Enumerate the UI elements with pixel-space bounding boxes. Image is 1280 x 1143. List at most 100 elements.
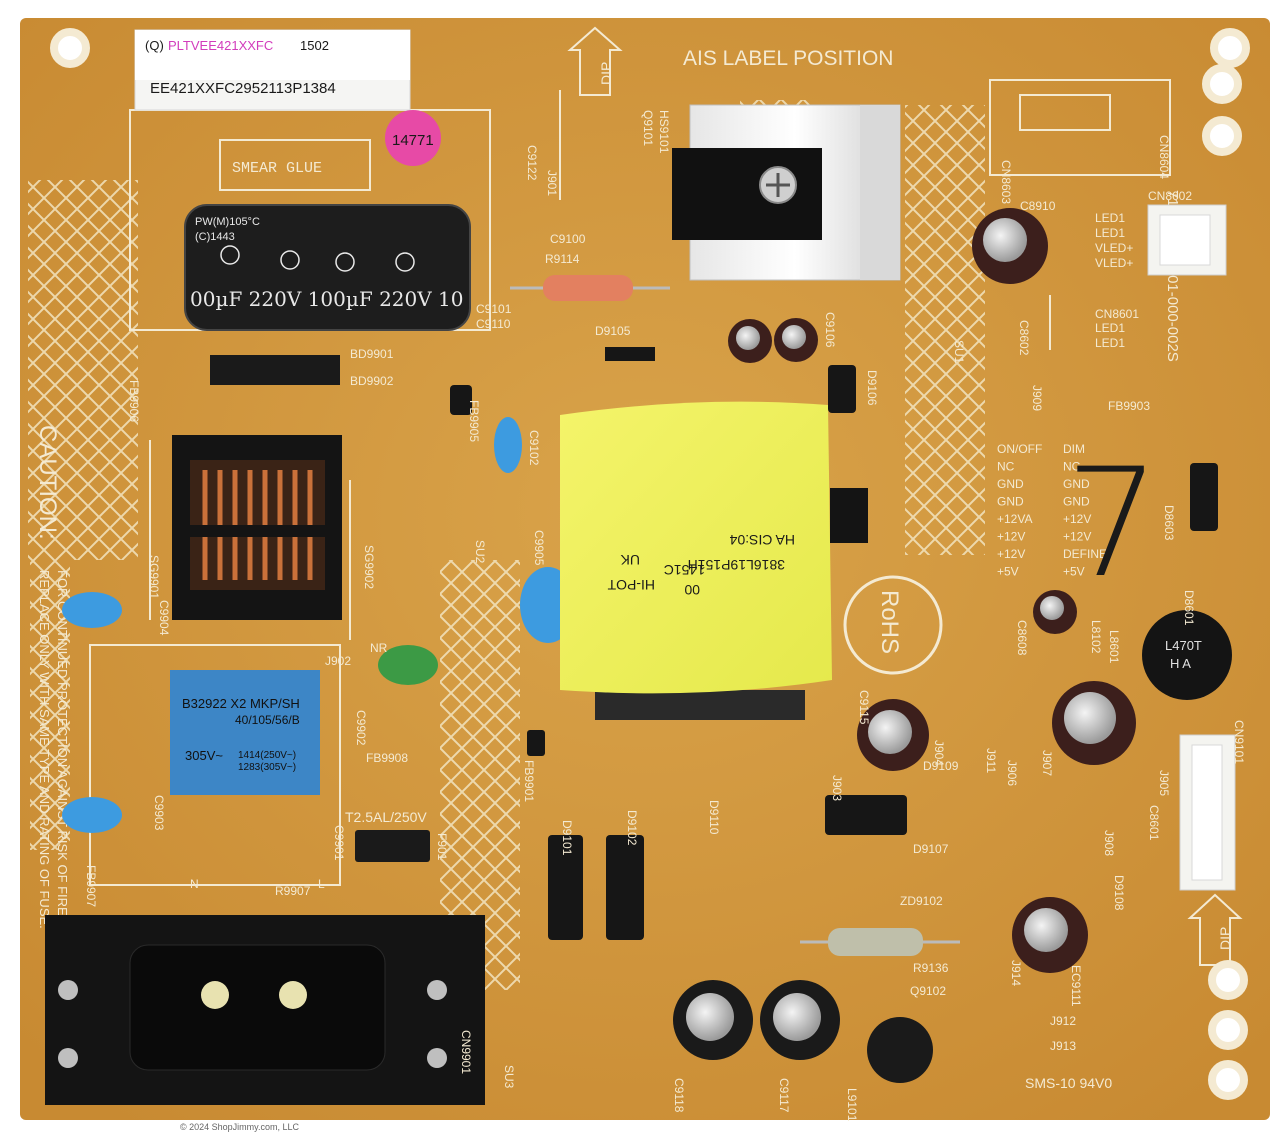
sticker-prefix: (Q) [145,38,164,53]
pin-label-left: GND [997,477,1024,491]
pin-label-left: +12V [997,530,1025,544]
ref-designator-su2: SU2 [473,540,487,564]
pin-label-right: +5V [1063,565,1085,579]
ref-designator-c9904: C9904 [157,600,171,636]
ref-designator-j914: J914 [1009,960,1023,986]
ref-designator-nr: NR [370,641,388,655]
resistor-r9114 [510,275,670,301]
ref-designator-cn8602: CN8602 [1148,189,1192,203]
electrolytic-capacitors [673,208,1136,1083]
svg-text:L470T: L470T [1165,638,1202,653]
ref-designator-j909: J909 [1030,385,1044,411]
ref-designator-r9907: R9907 [275,884,311,898]
label-sticker: (Q) PLTVEE421XXFC 1502 EE421XXFC2952113P… [134,29,411,111]
pin-label-left: ON/OFF [997,442,1042,456]
ref-designator-l: L [318,877,325,891]
ref-designator-ec9111: EC9111 [1069,965,1083,1007]
ref-designator-fb9905: FB9905 [467,400,481,442]
hatched-silkscreen-zones [28,100,985,990]
caution-line1: FOR CONTINUED PROTECTION AGAINST RISK OF… [55,570,70,919]
dip-bottom-text: DIP [1217,927,1233,950]
cn8602-pin-label: LED1 [1095,226,1125,240]
ref-designator-d9107: D9107 [913,842,949,856]
ref-designator-cn8603: CN8603 [999,160,1013,204]
diodes [450,347,1218,940]
x-capacitor: B32922 X2 MKP/SH 40/105/56/B 305V~ 1414(… [170,670,320,795]
ref-designator-d8601: D8601 [1182,590,1196,626]
fuse-rating: T2.5AL/250V [345,809,427,825]
transformer-label: HI-POT [607,577,655,593]
resistor-r9136 [800,928,960,956]
dip-top-text: DIP [598,62,614,85]
ref-designator-cn9901: CN9901 [459,1030,473,1074]
ref-designator-r9136: R9136 [913,961,949,975]
ref-designator-c9122: C9122 [525,145,539,181]
ref-designator-cn8601: CN8601 [1095,307,1139,321]
ref-designator-l9101: L9101 [845,1088,859,1122]
ref-designator-c9101: C9101 [476,302,512,316]
pin-label-left: +12V [997,547,1025,561]
cn8601-pin-label: LED1 [1095,321,1125,335]
ref-designator-r9114: R9114 [545,252,580,266]
svg-text:(C)1443: (C)1443 [195,231,235,243]
electrolytic-capacitor-large: PW(M)105°C (C)1443 00µF 220V 100µF 220V … [184,204,471,331]
ref-designator-cn9101: CN9101 [1232,720,1246,764]
ref-designator-n: N [190,877,199,891]
inductor-l8601: L470T H A [1142,610,1232,700]
ref-designator-j903: J903 [830,775,844,801]
ref-designator-j904: J904 [932,740,946,766]
green-varistor [378,645,438,685]
ref-designator-hs9101: HS9101 [657,110,671,154]
connector-cn9101 [1179,734,1236,891]
transformer-label: UK [620,552,640,568]
ref-designator-j911: J911 [984,748,998,773]
ref-designator-c9903: C9903 [152,795,166,831]
ac-power-inlet [45,915,485,1105]
ref-designator-fb9907: FB9907 [84,865,98,907]
ref-designator-j912: J912 [1050,1014,1076,1028]
ref-designator-c9117: C9117 [777,1078,791,1113]
pin-label-right: GND [1063,477,1090,491]
transformer-label: HA CIS:04 [729,532,795,548]
svg-text:305V~: 305V~ [185,748,223,763]
ref-designator-c9901: C9901 [332,825,346,861]
sms-rating: SMS-10 94V0 [1025,1075,1112,1091]
handwritten-mark: 7 [1065,437,1160,611]
svg-text:40/105/56/B: 40/105/56/B [235,713,300,727]
ref-designator-j913: J913 [1050,1039,1076,1053]
cn8602-pin-label: VLED+ [1095,241,1133,255]
copyright-text: © 2024 ShopJimmy.com, LLC [180,1122,300,1132]
heatsink [672,104,901,281]
ref-designator-j902: J902 [325,654,351,668]
ref-designator-c9118: C9118 [672,1078,686,1113]
pin-label-left: +5V [997,565,1019,579]
pin-label-right: +12V [1063,530,1091,544]
ref-designator-q9101: Q9101 [641,110,655,146]
svg-text:B32922 X2 MKP/SH: B32922 X2 MKP/SH [182,696,300,711]
ref-designator-d9101: D9101 [560,820,574,856]
pin-label-right: DEFINE [1063,547,1107,561]
sticker-suffix: 1502 [300,38,329,53]
bridge-rectifier [210,355,340,385]
transformer-label: 1451C [664,562,705,578]
ref-designator-d9108: D9108 [1112,875,1126,911]
ref-designator-c8608: C8608 [1015,620,1029,656]
pin-label-left: GND [997,495,1024,509]
ref-designator-j908: J908 [1102,830,1116,856]
svg-text:1283(305V~): 1283(305V~) [238,762,296,773]
rohs-logo: RoHS [843,575,943,675]
svg-text:PW(M)105°C: PW(M)105°C [195,216,260,228]
ref-designator-c9100: C9100 [550,232,586,246]
ref-designator-c8601: C8601 [1147,805,1161,841]
ref-designator-c9102: C9102 [527,430,541,466]
fuse-f901 [355,830,430,862]
pin-label-right: NC [1063,460,1081,474]
svg-text:00µF 220V 100µF 220V 10: 00µF 220V 100µF 220V 10 [190,287,464,311]
cn8602-pin-label: VLED+ [1095,256,1133,270]
